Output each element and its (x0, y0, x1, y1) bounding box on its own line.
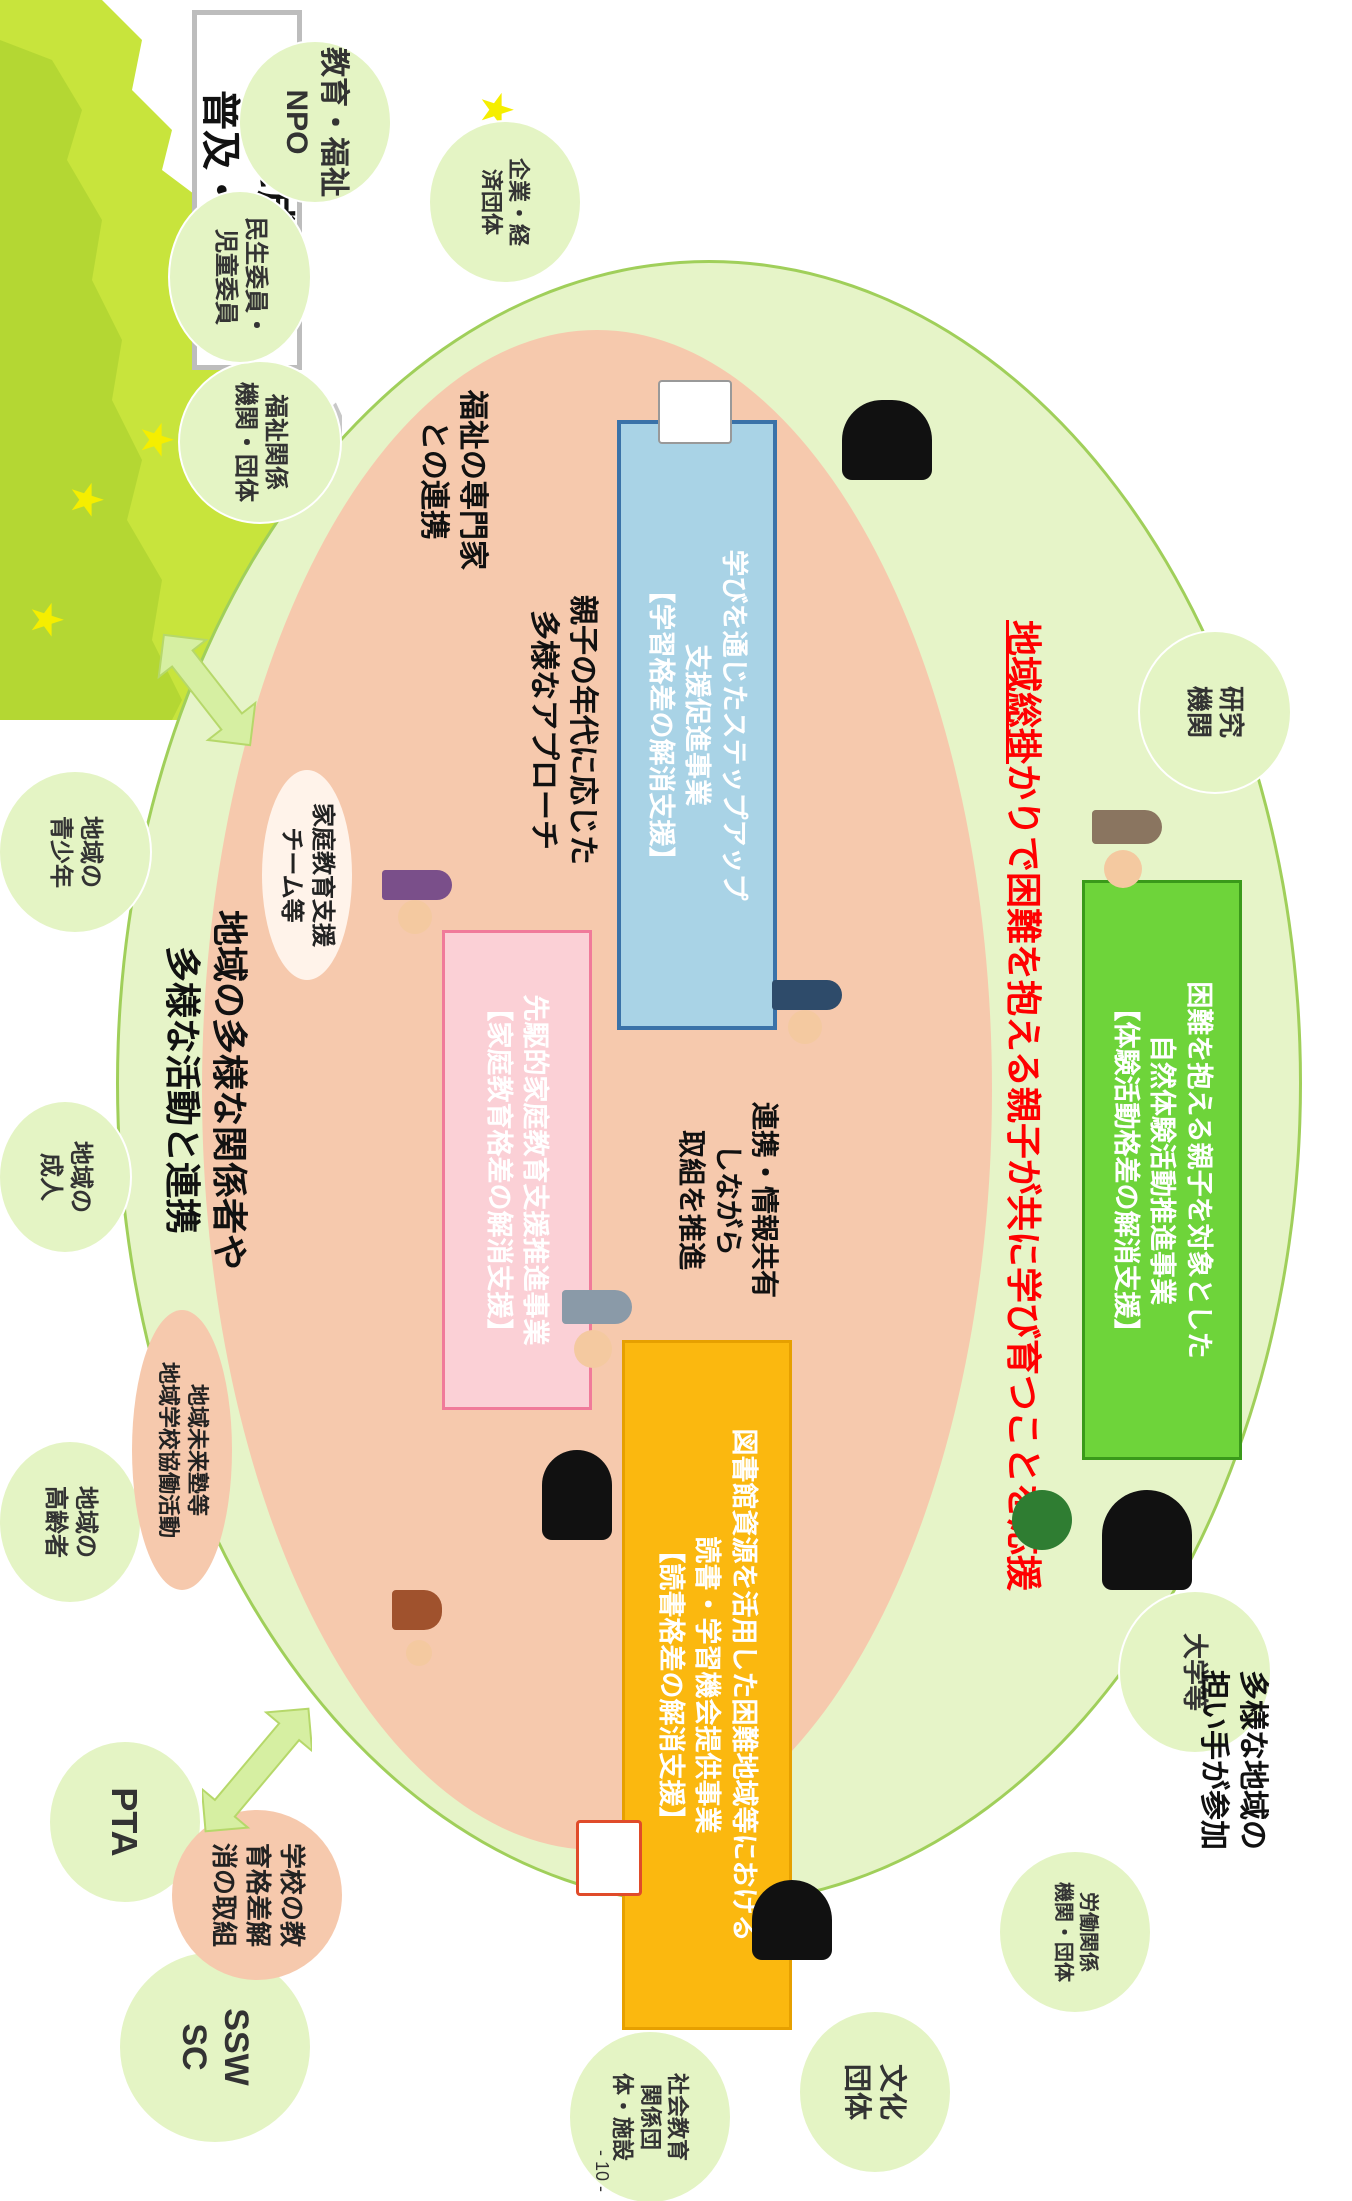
welfare-expert-label: 福祉の専門家 との連携 (417, 390, 489, 570)
bubble-ssw-sc: SSW SC (118, 1950, 312, 2144)
notepad-icon (658, 380, 732, 444)
silhouette-icon (842, 400, 932, 480)
bubble-family-team: 家庭教育支援 チーム等 (262, 770, 352, 980)
age-approach-label: 親子の年代に応じた 多様なアプローチ (527, 595, 599, 865)
bubble-culture: 文化 団体 (798, 2010, 952, 2174)
page-number: - 10 - (592, 2150, 612, 2193)
slogan: 地域総掛かりで困難を抱える親子が共に学び育つことを応援 (1000, 620, 1052, 1940)
double-arrow-icon (202, 1707, 312, 1833)
bubble-welfare-org: 福祉関係 機関・団体 (178, 360, 342, 524)
star-icon: ★ (62, 480, 111, 520)
double-arrow-icon (157, 633, 257, 747)
bubble-youth: 地域の 青少年 (0, 770, 152, 934)
bubble-future-juku: 地域未来塾等 地域学校協働活動 (132, 1310, 232, 1590)
person-icon (1072, 810, 1182, 910)
person-icon (752, 980, 862, 1070)
bubble-research: 研究 機関 (1138, 630, 1292, 794)
tree-icon (1012, 1490, 1072, 1550)
bubble-education-npo: 教育・福祉 NPO (238, 40, 392, 204)
cooperation-label: 連携・情報共有 しながら 取組を推進 (676, 1101, 780, 1298)
person-icon (542, 1290, 652, 1390)
slogan-rest: かりで困難を抱える親子が共に学び育つことを応援 (1003, 764, 1044, 1591)
silhouette-icon (752, 1880, 832, 1960)
star-icon: ★ (22, 600, 71, 640)
slogan-underlined: 地域総掛 (1003, 620, 1044, 765)
bubble-company: 企業・経 済団体 (428, 120, 582, 284)
silhouette-icon (1102, 1490, 1192, 1590)
diverse-bearers-label: 多様な地域の 担い手が参加 (1197, 1670, 1269, 1850)
project-nature: 困難を抱える親子を対象とした 自然体験活動推進事業 【体験活動格差の解消支援】 (1082, 880, 1242, 1460)
book-icon (576, 1820, 642, 1896)
project-stepup: 学びを通じたステップアップ 支援促進事業 【学習格差の解消支援】 (617, 420, 777, 1030)
person-icon (362, 870, 472, 960)
japan-map (0, 0, 332, 720)
star-icon: ★ (132, 420, 181, 460)
person-icon (362, 1580, 472, 1700)
bubble-adults: 地域の 成人 (0, 1100, 132, 1254)
diverse-title: 地域の多様な関係者や 多様な活動と連携 (162, 909, 250, 1270)
silhouette-icon (542, 1450, 612, 1540)
bubble-elderly: 地域の 高齢者 (0, 1440, 142, 1604)
bubble-welfare-commissioner: 民生委員・ 児童委員 (168, 190, 312, 364)
